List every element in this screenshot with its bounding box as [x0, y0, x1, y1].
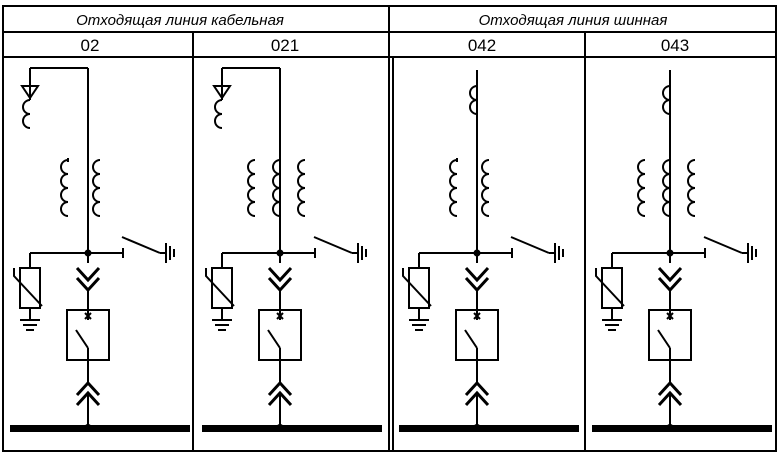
group-title-cable: Отходящая линия кабельная [76, 12, 284, 29]
cell-number-2: 021 [271, 36, 299, 55]
plug-contact-upper-1 [75, 266, 101, 283]
coil [662, 85, 671, 115]
coil [272, 159, 281, 217]
busbar [592, 425, 772, 432]
coil [22, 99, 31, 129]
busbar-connection-dot [84, 424, 92, 432]
earthing-blade [313, 236, 353, 254]
coil [60, 159, 69, 217]
arrester-characteristic [13, 268, 43, 307]
cell-schematic-2 [202, 67, 382, 432]
coil [637, 159, 646, 217]
breaker-cross-2 [84, 312, 92, 320]
coil [481, 159, 490, 217]
coil [449, 159, 458, 217]
table-frame [2, 5, 777, 452]
breaker-cross-2 [666, 312, 674, 320]
breaker-blade [75, 329, 89, 349]
busbar [399, 425, 579, 432]
group-title-bus: Отходящая линия шинная [479, 12, 668, 29]
coil [687, 159, 696, 217]
plug-contact-upper-1 [464, 266, 490, 283]
earthing-blade [121, 236, 161, 254]
breaker-blade [657, 329, 671, 349]
earthing-blade [703, 236, 743, 254]
cell-schematic-4 [592, 70, 772, 432]
arrester-characteristic [205, 268, 235, 307]
cell-schematic-1 [10, 67, 190, 432]
busbar-connection-dot [666, 424, 674, 432]
coil [662, 159, 671, 217]
plug-contact-upper-1 [657, 266, 683, 283]
coil [247, 159, 256, 217]
cell-number-3: 042 [468, 36, 496, 55]
plug-contact-lower-1 [267, 380, 293, 397]
coil [297, 159, 306, 217]
busbar [202, 425, 382, 432]
plug-contact-upper-1 [267, 266, 293, 283]
cell-number-4: 043 [661, 36, 689, 55]
plug-contact-lower-1 [75, 380, 101, 397]
coil [469, 85, 478, 115]
junction-dot [473, 249, 481, 257]
plug-contact-lower-1 [464, 380, 490, 397]
junction-dot [84, 249, 92, 257]
coil [214, 99, 223, 129]
breaker-cross-2 [473, 312, 481, 320]
cells-layer [10, 67, 772, 432]
breaker-cross-2 [276, 312, 284, 320]
plug-contact-lower-1 [657, 380, 683, 397]
breaker-blade [464, 329, 478, 349]
cell-number-1: 02 [81, 36, 100, 55]
junction-dot [666, 249, 674, 257]
arrester-characteristic [402, 268, 432, 307]
busbar-connection-dot [276, 424, 284, 432]
busbar-connection-dot [473, 424, 481, 432]
arrester-characteristic [595, 268, 625, 307]
junction-dot [276, 249, 284, 257]
cell-schematic-3 [399, 70, 579, 432]
breaker-blade [267, 329, 281, 349]
coil [92, 159, 101, 217]
busbar [10, 425, 190, 432]
earthing-blade [510, 236, 550, 254]
